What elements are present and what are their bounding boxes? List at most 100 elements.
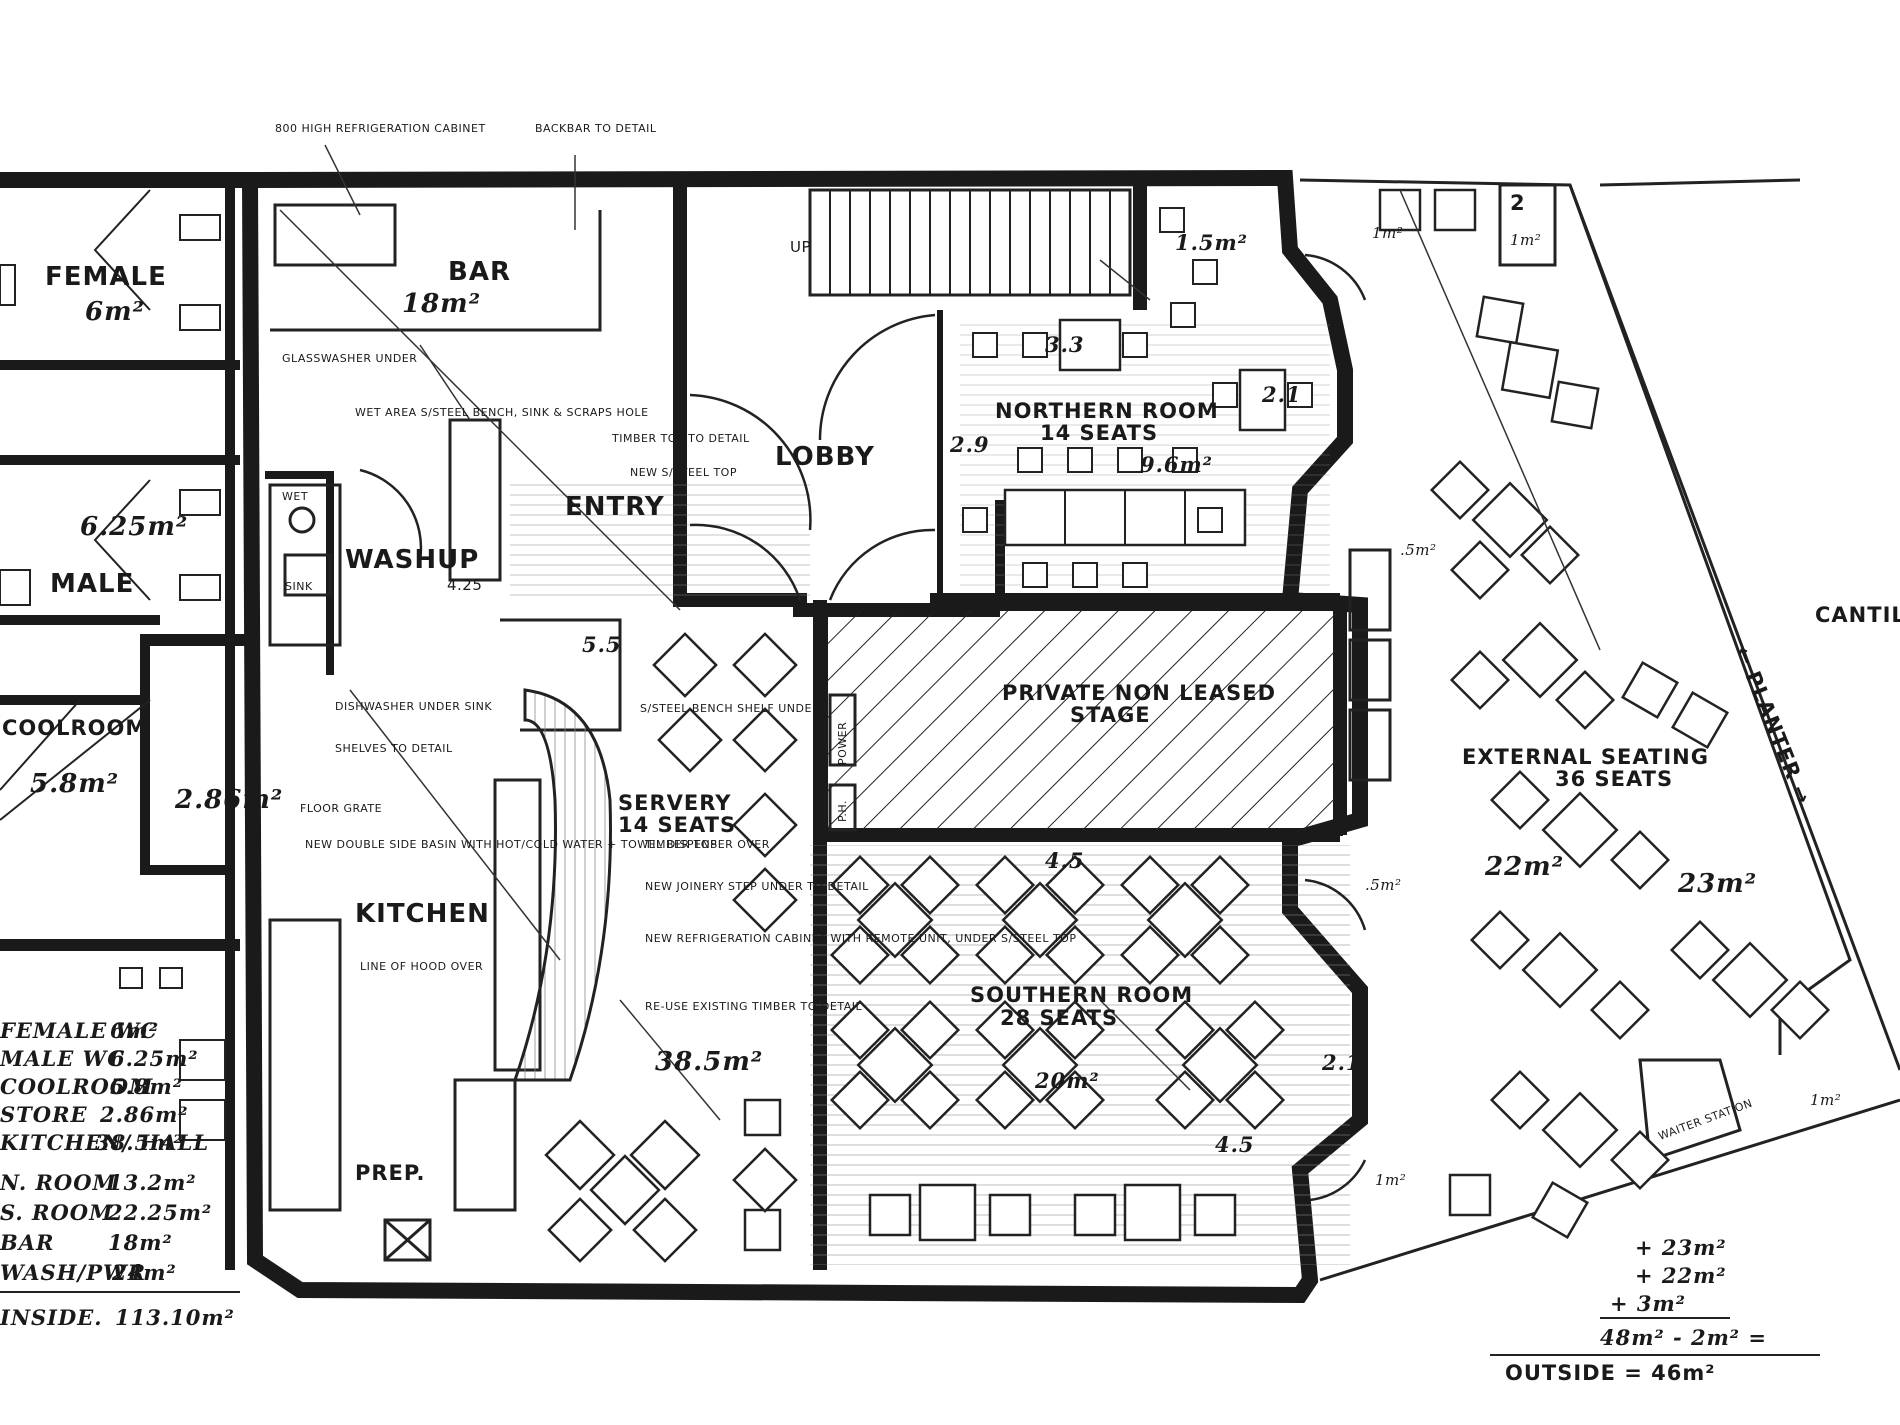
entry-label: ENTRY <box>565 492 665 522</box>
lobby-label: LOBBY <box>775 442 875 472</box>
backbar-note: BACKBAR TO DETAIL <box>535 122 657 135</box>
steel-top-note: NEW S/STEEL TOP <box>630 466 737 479</box>
schedule-value: 6m² <box>110 1018 159 1043</box>
private-area-label: PRIVATE NON LEASED <box>1002 681 1276 705</box>
wet-area-note: WET AREA S/STEEL BENCH, SINK & SCRAPS HO… <box>355 406 649 419</box>
schedule-label: N. ROOM <box>0 1170 117 1195</box>
northern-dim-4: 3.3 <box>1045 332 1085 357</box>
waiter-station-label: WAITER STATION <box>1657 1097 1755 1143</box>
schedule-label: WASH/PWR <box>0 1260 146 1285</box>
small-area-6: .5m² <box>1365 876 1402 894</box>
servery-dim: 5.5 <box>582 632 622 657</box>
reuse-timber-note: RE-USE EXISTING TIMBER TO DETAIL <box>645 1000 862 1013</box>
prep-label: PREP. <box>355 1161 425 1185</box>
northern-room-label: NORTHERN ROOM <box>995 399 1219 423</box>
outside-total: OUTSIDE = 46m² <box>1505 1361 1715 1385</box>
schedule-label: COOLROOM <box>0 1074 153 1099</box>
southern-dim-3: 4.5 <box>1215 1132 1255 1157</box>
schedule-label: S. ROOM <box>0 1200 113 1225</box>
schedule-value: 2.86m² <box>99 1102 189 1127</box>
southern-room-seats: 28 SEATS <box>1000 1006 1118 1030</box>
servery-tables <box>544 632 798 1263</box>
schedule-value: 6.25m² <box>110 1046 199 1071</box>
northern-dim-3: 1.5m² <box>1175 230 1248 255</box>
schedule-value: 113.10m² <box>115 1305 235 1330</box>
northern-room-tables <box>962 207 1313 588</box>
small-area-2: 1m² <box>1510 231 1541 249</box>
external-seating-label: EXTERNAL SEATING <box>1462 745 1709 769</box>
washup-label: WASHUP <box>345 545 479 575</box>
small-area-5: .5m² <box>1400 541 1437 559</box>
northern-room-seats: 14 SEATS <box>1040 421 1158 445</box>
outside-line: + 22m² <box>1635 1263 1727 1288</box>
northern-room-area: 9.6m² <box>1140 452 1213 477</box>
outside-area-calc: + 23m² + 22m² + 3m² 48m² - 2m² = OUTSIDE… <box>1490 1235 1820 1385</box>
outside-line: + 3m² <box>1610 1291 1686 1316</box>
schedule-label: MALE WC <box>0 1046 125 1071</box>
schedule-value: 18m² <box>108 1230 173 1255</box>
schedule-label: FEMALE WC <box>0 1018 158 1043</box>
schedule-value: 38.5m² <box>95 1130 184 1155</box>
planter-label: ← PLANTER → <box>1730 643 1815 808</box>
small-area-3: 1m² <box>1810 1091 1841 1109</box>
stage-label: STAGE <box>1070 703 1151 727</box>
up-note: UP <box>790 238 811 256</box>
floor-grate-note: FLOOR GRATE <box>300 802 382 815</box>
external-terrace <box>1299 178 1900 1282</box>
refrigeration-note: 800 HIGH REFRIGERATION CABINET <box>275 122 486 135</box>
bar-area: 18m² <box>402 289 481 319</box>
new-refrigeration-note: NEW REFRIGERATION CABINET WITH REMOTE UN… <box>645 932 1076 945</box>
leader-lines <box>279 144 1601 1121</box>
outside-subtotal: 48m² - 2m² = <box>1600 1325 1767 1350</box>
toilet-fixtures <box>0 189 226 1141</box>
schedule-value: 24m² <box>111 1260 177 1285</box>
male-label: MALE <box>50 569 134 599</box>
northern-dim-1: 2.9 <box>949 432 990 457</box>
dishwasher-note: DISHWASHER UNDER SINK <box>335 700 492 713</box>
schedule-value: 5.8m² <box>110 1074 183 1099</box>
schedule-label: BAR <box>0 1230 55 1255</box>
southern-room-tables <box>829 854 1286 1242</box>
servery-area: 38.5m² <box>655 1047 763 1077</box>
external-seating-seats: 36 SEATS <box>1555 767 1673 791</box>
servery-counter <box>512 688 612 1082</box>
male-area: 6.25m² <box>80 512 188 542</box>
washup-dim: 4.25 <box>447 576 482 594</box>
sink-note: SINK <box>285 580 313 593</box>
schedule-label: INSIDE. <box>0 1305 103 1330</box>
schedule-label: STORE <box>0 1102 88 1127</box>
external-area-2: 23m² <box>1677 869 1757 899</box>
schedule-value: 13.2m² <box>108 1170 197 1195</box>
outside-line: + 23m² <box>1635 1235 1727 1260</box>
bar-label: BAR <box>448 257 511 287</box>
servery-seats: 14 SEATS <box>618 813 736 837</box>
servery-timber-note: TIMBER TOP <box>644 838 717 851</box>
wet-note: WET <box>282 490 308 503</box>
area-schedule: FEMALE WC 6m² MALE WC 6.25m² COOLROOM 5.… <box>0 1018 240 1330</box>
hood-note: LINE OF HOOD OVER <box>360 960 483 973</box>
door-swings <box>359 253 1367 1202</box>
power-note: POWER <box>836 722 849 765</box>
new-joinery-note: NEW JOINERY STEP UNDER TO DETAIL <box>645 880 869 893</box>
cantilever-label: CANTIL EXTERNA NO <box>1815 603 1900 627</box>
southern-dim-1: 4.5 <box>1045 848 1085 873</box>
steel-bench-note: S/STEEL BENCH SHELF UNDER <box>640 702 820 715</box>
new-sink-note: NEW DOUBLE SIDE BASIN WITH HOT/COLD WATE… <box>305 838 770 851</box>
small-area-number: 2 <box>1510 191 1526 215</box>
shelves-note: SHELVES TO DETAIL <box>335 742 453 755</box>
staircase <box>808 188 1132 297</box>
southern-room-label: SOUTHERN ROOM <box>970 983 1193 1007</box>
private-stage-area <box>822 605 1343 836</box>
northern-dim-2: 2.1 <box>1261 382 1302 407</box>
servery-label: SERVERY <box>618 791 731 815</box>
store-area: 2.86m² <box>174 785 283 815</box>
schedule-label: KITCHEN/ HALL <box>0 1130 209 1155</box>
schedule-value: 22.25m² <box>107 1200 212 1225</box>
small-area-4: 1m² <box>1375 1171 1406 1189</box>
external-area-1: 22m² <box>1484 852 1564 882</box>
ph-note: P.H. <box>836 800 849 822</box>
timber-top-note: TIMBER TOP TO DETAIL <box>611 432 750 445</box>
kitchen-label: KITCHEN <box>355 899 490 929</box>
small-area-1: 1m² <box>1372 224 1403 242</box>
